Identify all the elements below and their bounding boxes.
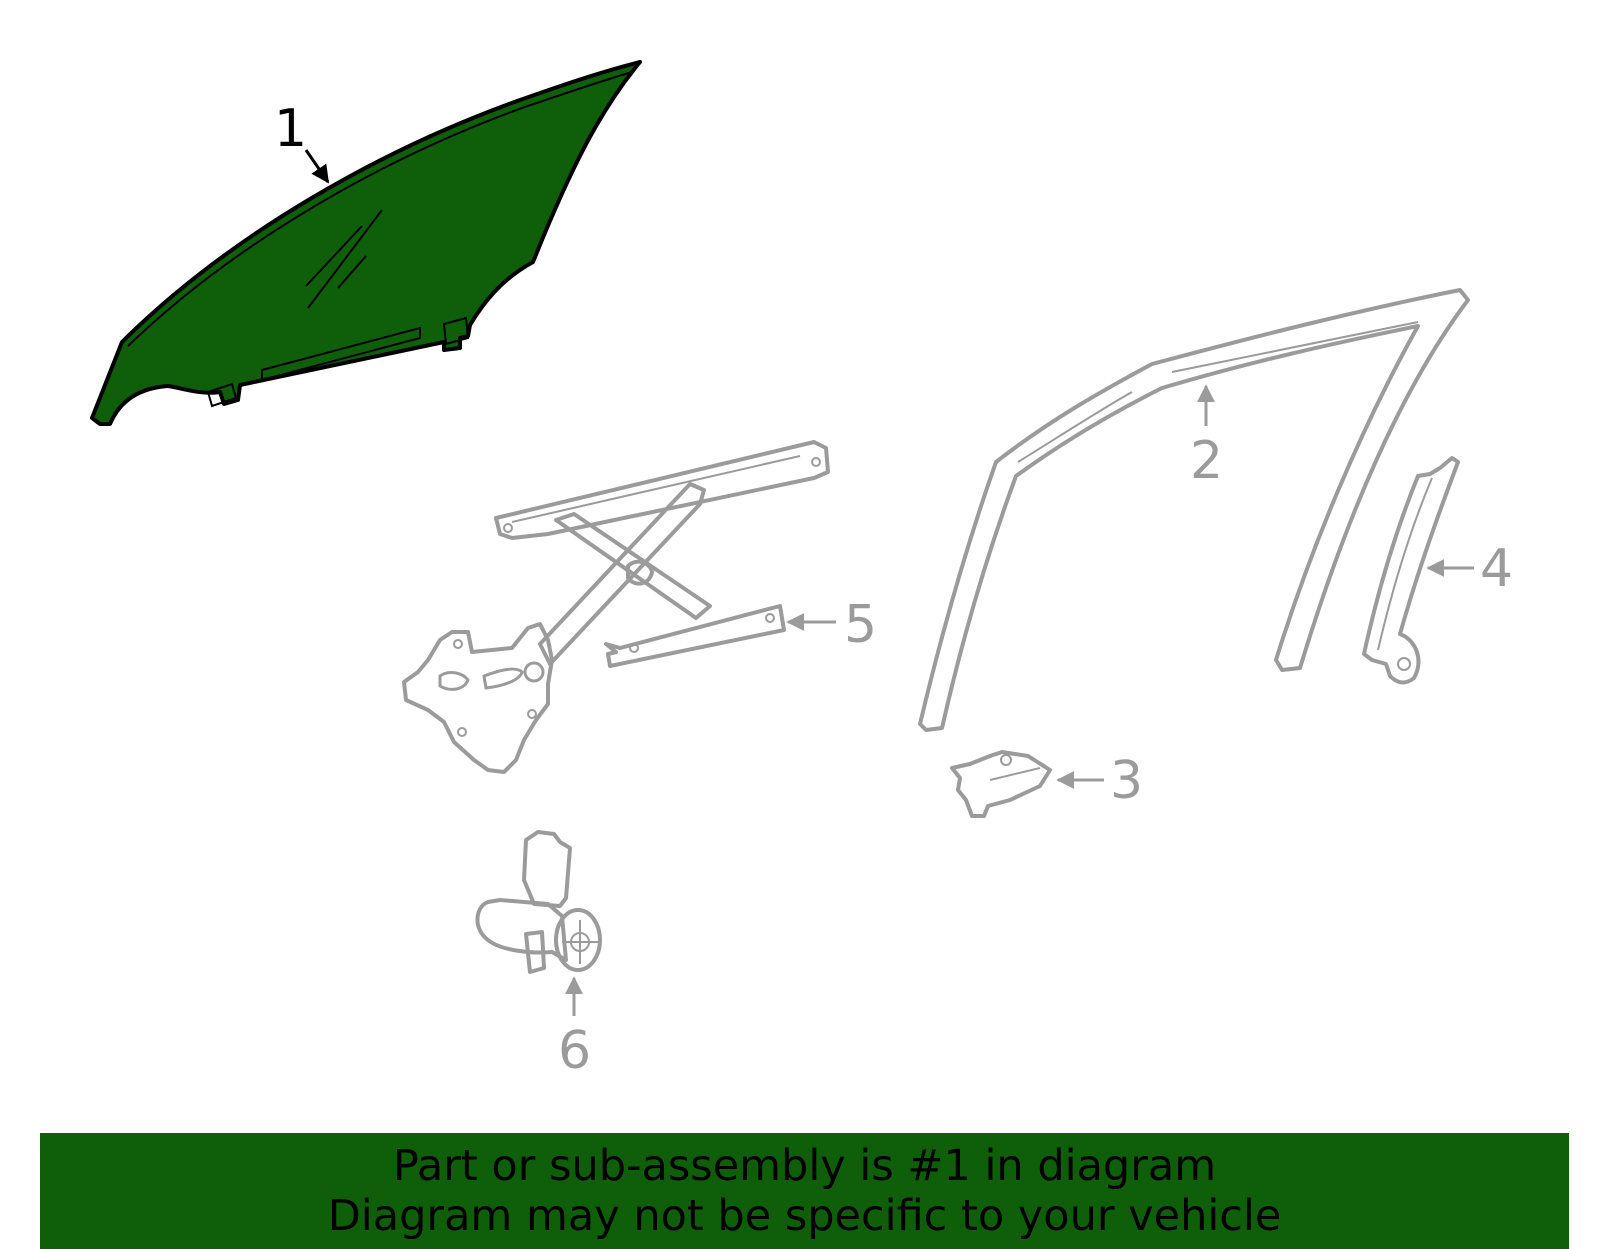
callout-5: 5 <box>844 595 877 655</box>
banner-line-2: Diagram may not be specific to your vehi… <box>327 1191 1282 1241</box>
part-5-window-regulator[interactable] <box>402 440 830 774</box>
callout-4: 4 <box>1480 539 1513 599</box>
callout-3: 3 <box>1110 751 1143 811</box>
callout-2: 2 <box>1190 431 1223 491</box>
part-2-run-channel[interactable] <box>918 288 1470 732</box>
part-1-door-glass[interactable] <box>90 60 642 426</box>
part-4-rear-channel[interactable] <box>1362 456 1460 685</box>
info-banner: Part or sub-assembly is #1 in diagram Di… <box>40 1133 1569 1249</box>
part-3-bracket[interactable] <box>950 750 1052 818</box>
callout-1: 1 <box>274 99 307 159</box>
leader-1 <box>304 149 330 184</box>
banner-line-1: Part or sub-assembly is #1 in diagram <box>392 1141 1217 1191</box>
part-6-regulator-motor[interactable] <box>475 830 602 974</box>
callout-6: 6 <box>558 1021 591 1081</box>
